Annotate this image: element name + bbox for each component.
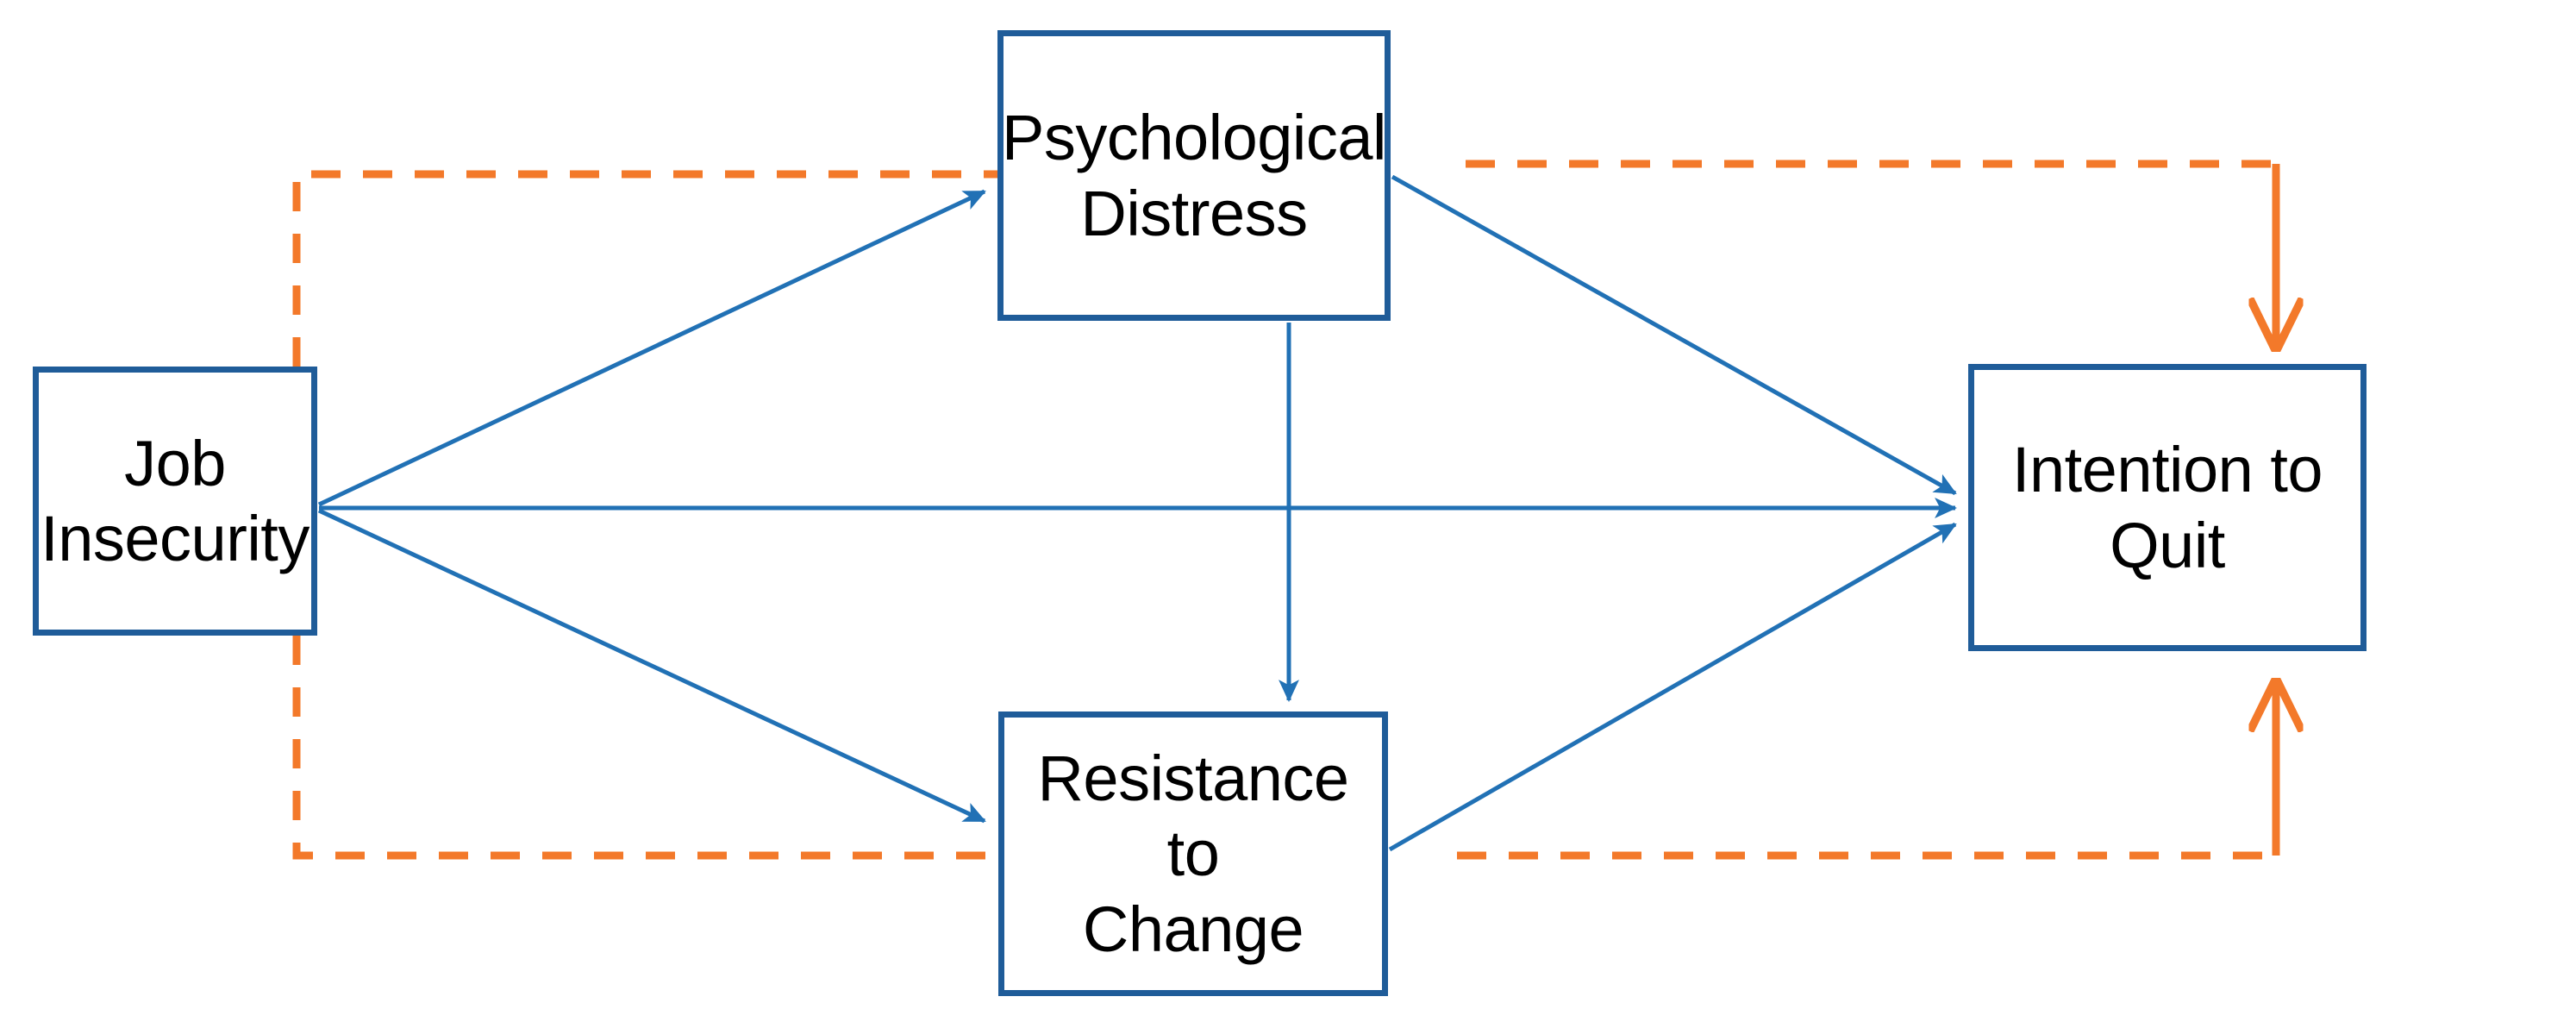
edge-dashed-top-right [1466, 160, 2276, 348]
node-job-insecurity[interactable]: Job Insecurity [33, 367, 317, 636]
node-job-insecurity-label: Job Insecurity [41, 427, 309, 574]
edge-ji-to-pd [317, 189, 986, 507]
node-intention-to-quit-label: Intention to Quit [2011, 434, 2323, 581]
edge-pd-to-itq [1391, 174, 1957, 496]
node-resistance-to-change-label: Resistance to Change [1037, 743, 1349, 965]
edge-dashed-bottom-right [1457, 681, 2276, 860]
node-psychological-distress-label: Psychological Distress [1002, 102, 1386, 249]
node-intention-to-quit[interactable]: Intention to Quit [1968, 364, 2367, 651]
node-psychological-distress[interactable]: Psychological Distress [997, 30, 1391, 321]
edge-dashed-bottom [292, 636, 1000, 860]
edge-ji-to-rc [317, 508, 986, 824]
node-resistance-to-change[interactable]: Resistance to Change [998, 711, 1388, 996]
edge-dashed-top [292, 170, 1000, 367]
edge-rc-to-itq [1388, 522, 1957, 852]
